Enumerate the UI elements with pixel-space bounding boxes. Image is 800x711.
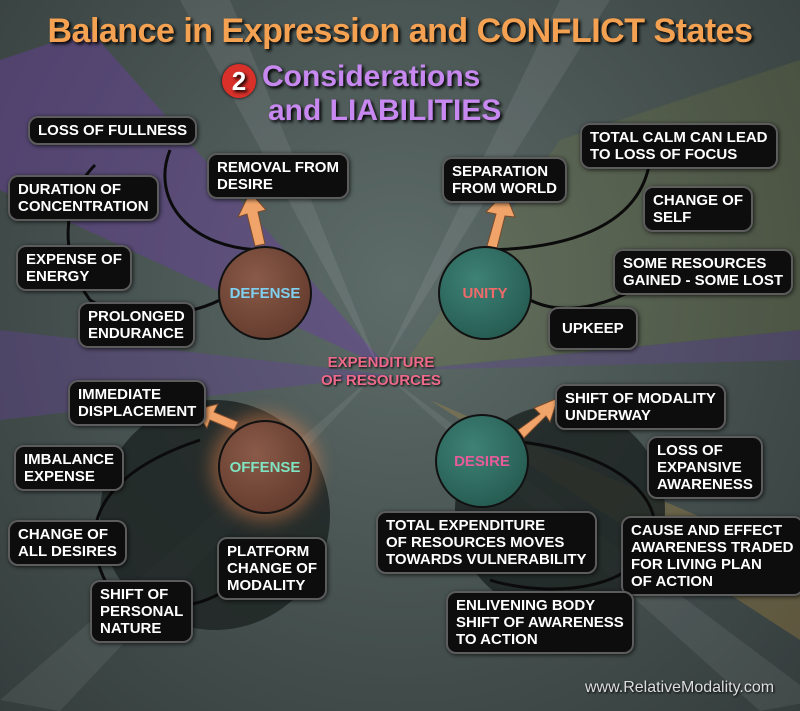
defense-box-prolonged: PROLONGED ENDURANCE [78,302,195,348]
desire-arrow [517,397,559,439]
defense-box-duration: DURATION OF CONCENTRATION [8,175,159,221]
offense-box-imbalance: IMBALANCE EXPENSE [14,445,124,491]
box-line: REMOVAL FROM [217,159,339,176]
offense-box-shift-nature: SHIFT OF PERSONAL NATURE [90,580,194,643]
defense-box-loss-fullness: LOSS OF FULLNESS [28,116,198,145]
subtitle-line2: and LIABILITIES [268,94,502,127]
box-line: TO LOSS OF FOCUS [590,146,738,163]
box-line: DESIRE [217,176,273,193]
purple-streak-right [410,330,800,370]
box-line: AWARENESS TRADED [631,539,794,556]
box-line: CAUSE AND EFFECT [631,522,783,539]
box-line: IMMEDIATE [78,386,162,403]
box-line: LOSS OF FULLNESS [38,122,188,139]
box-line: ENERGY [26,268,90,285]
desire-box-loss-expansive: LOSS OF EXPANSIVE AWARENESS [647,436,763,499]
box-line: EXPENSE [24,468,95,485]
box-line: GAINED - SOME LOST [623,272,784,289]
number-badge: 2 [222,64,256,98]
offense-box-platform: PLATFORM CHANGE OF MODALITY [217,537,327,600]
box-line: PROLONGED [88,308,185,325]
box-line: DURATION OF [18,181,122,198]
box-line: SEPARATION [452,163,549,180]
box-line: DISPLACEMENT [78,403,197,420]
unity-box-separation: SEPARATION FROM WORLD [442,157,567,203]
center-label-line: EXPENDITURE [327,354,435,371]
box-line: SHIFT OF [100,586,169,603]
desire-box-total-expenditure: TOTAL EXPENDITURE OF RESOURCES MOVES TOW… [376,511,597,574]
box-line: OF ACTION [631,573,713,590]
box-line: PLATFORM [227,543,310,560]
box-line: LOSS OF [657,442,723,459]
box-line: PERSONAL [100,603,184,620]
desire-box-shift-modality: SHIFT OF MODALITY UNDERWAY [555,384,726,430]
box-line: TO ACTION [456,631,538,648]
box-line: CHANGE OF [18,526,108,543]
box-line: SHIFT OF AWARENESS [456,614,624,631]
unity-box-change-self: CHANGE OF SELF [643,186,753,232]
box-line: SHIFT OF MODALITY [565,390,716,407]
box-line: SELF [653,209,692,226]
unity-box-total-calm: TOTAL CALM CAN LEAD TO LOSS OF FOCUS [580,123,778,169]
box-line: AWARENESS [657,476,753,493]
box-line: EXPENSE OF [26,251,122,268]
unity-box-upkeep: UPKEEP [548,307,638,350]
box-line: ENLIVENING BODY [456,597,596,614]
subtitle-text: Considerations [262,60,481,93]
box-line: CHANGE OF [653,192,743,209]
page-title: Balance in Expression and CONFLICT State… [47,12,753,50]
box-line: TOWARDS VULNERABILITY [386,551,587,568]
website-url: www.RelativeModality.com [585,679,775,696]
center-label-line: OF RESOURCES [320,372,441,389]
desire-node: DESIRE [435,414,529,508]
box-line: OF RESOURCES MOVES [386,534,565,551]
box-line: NATURE [100,620,162,637]
desire-box-cause-effect: CAUSE AND EFFECT AWARENESS TRADED FOR LI… [621,516,800,596]
box-line: SOME RESOURCES [623,255,767,272]
offense-box-displacement: IMMEDIATE DISPLACEMENT [68,380,207,426]
defense-arrow [237,191,267,247]
box-line: TOTAL EXPENDITURE [386,517,546,534]
box-line: UPKEEP [562,320,624,337]
defense-box-removal: REMOVAL FROM DESIRE [207,153,349,199]
box-line: CHANGE OF [227,560,317,577]
box-line: EXPANSIVE [657,459,742,476]
box-line: IMBALANCE [24,451,114,468]
unity-box-resources: SOME RESOURCES GAINED - SOME LOST [613,249,794,295]
unity-node: UNITY [438,246,532,340]
arrows [193,191,559,439]
defense-node: DEFENSE [218,246,312,340]
box-line: FOR LIVING PLAN [631,556,762,573]
box-line: CONCENTRATION [18,198,149,215]
offense-box-change-desires: CHANGE OF ALL DESIRES [8,520,127,566]
desire-box-enlivening: ENLIVENING BODY SHIFT OF AWARENESS TO AC… [446,591,634,654]
box-line: FROM WORLD [452,180,557,197]
box-line: ALL DESIRES [18,543,117,560]
defense-box-expense-energy: EXPENSE OF ENERGY [16,245,132,291]
offense-node: OFFENSE [218,420,312,514]
box-line: MODALITY [227,577,306,594]
box-line: TOTAL CALM CAN LEAD [590,129,768,146]
box-line: UNDERWAY [565,407,651,424]
center-label: EXPENDITURE OF RESOURCES [296,354,466,390]
unity-arrow [485,191,516,249]
box-line: ENDURANCE [88,325,184,342]
